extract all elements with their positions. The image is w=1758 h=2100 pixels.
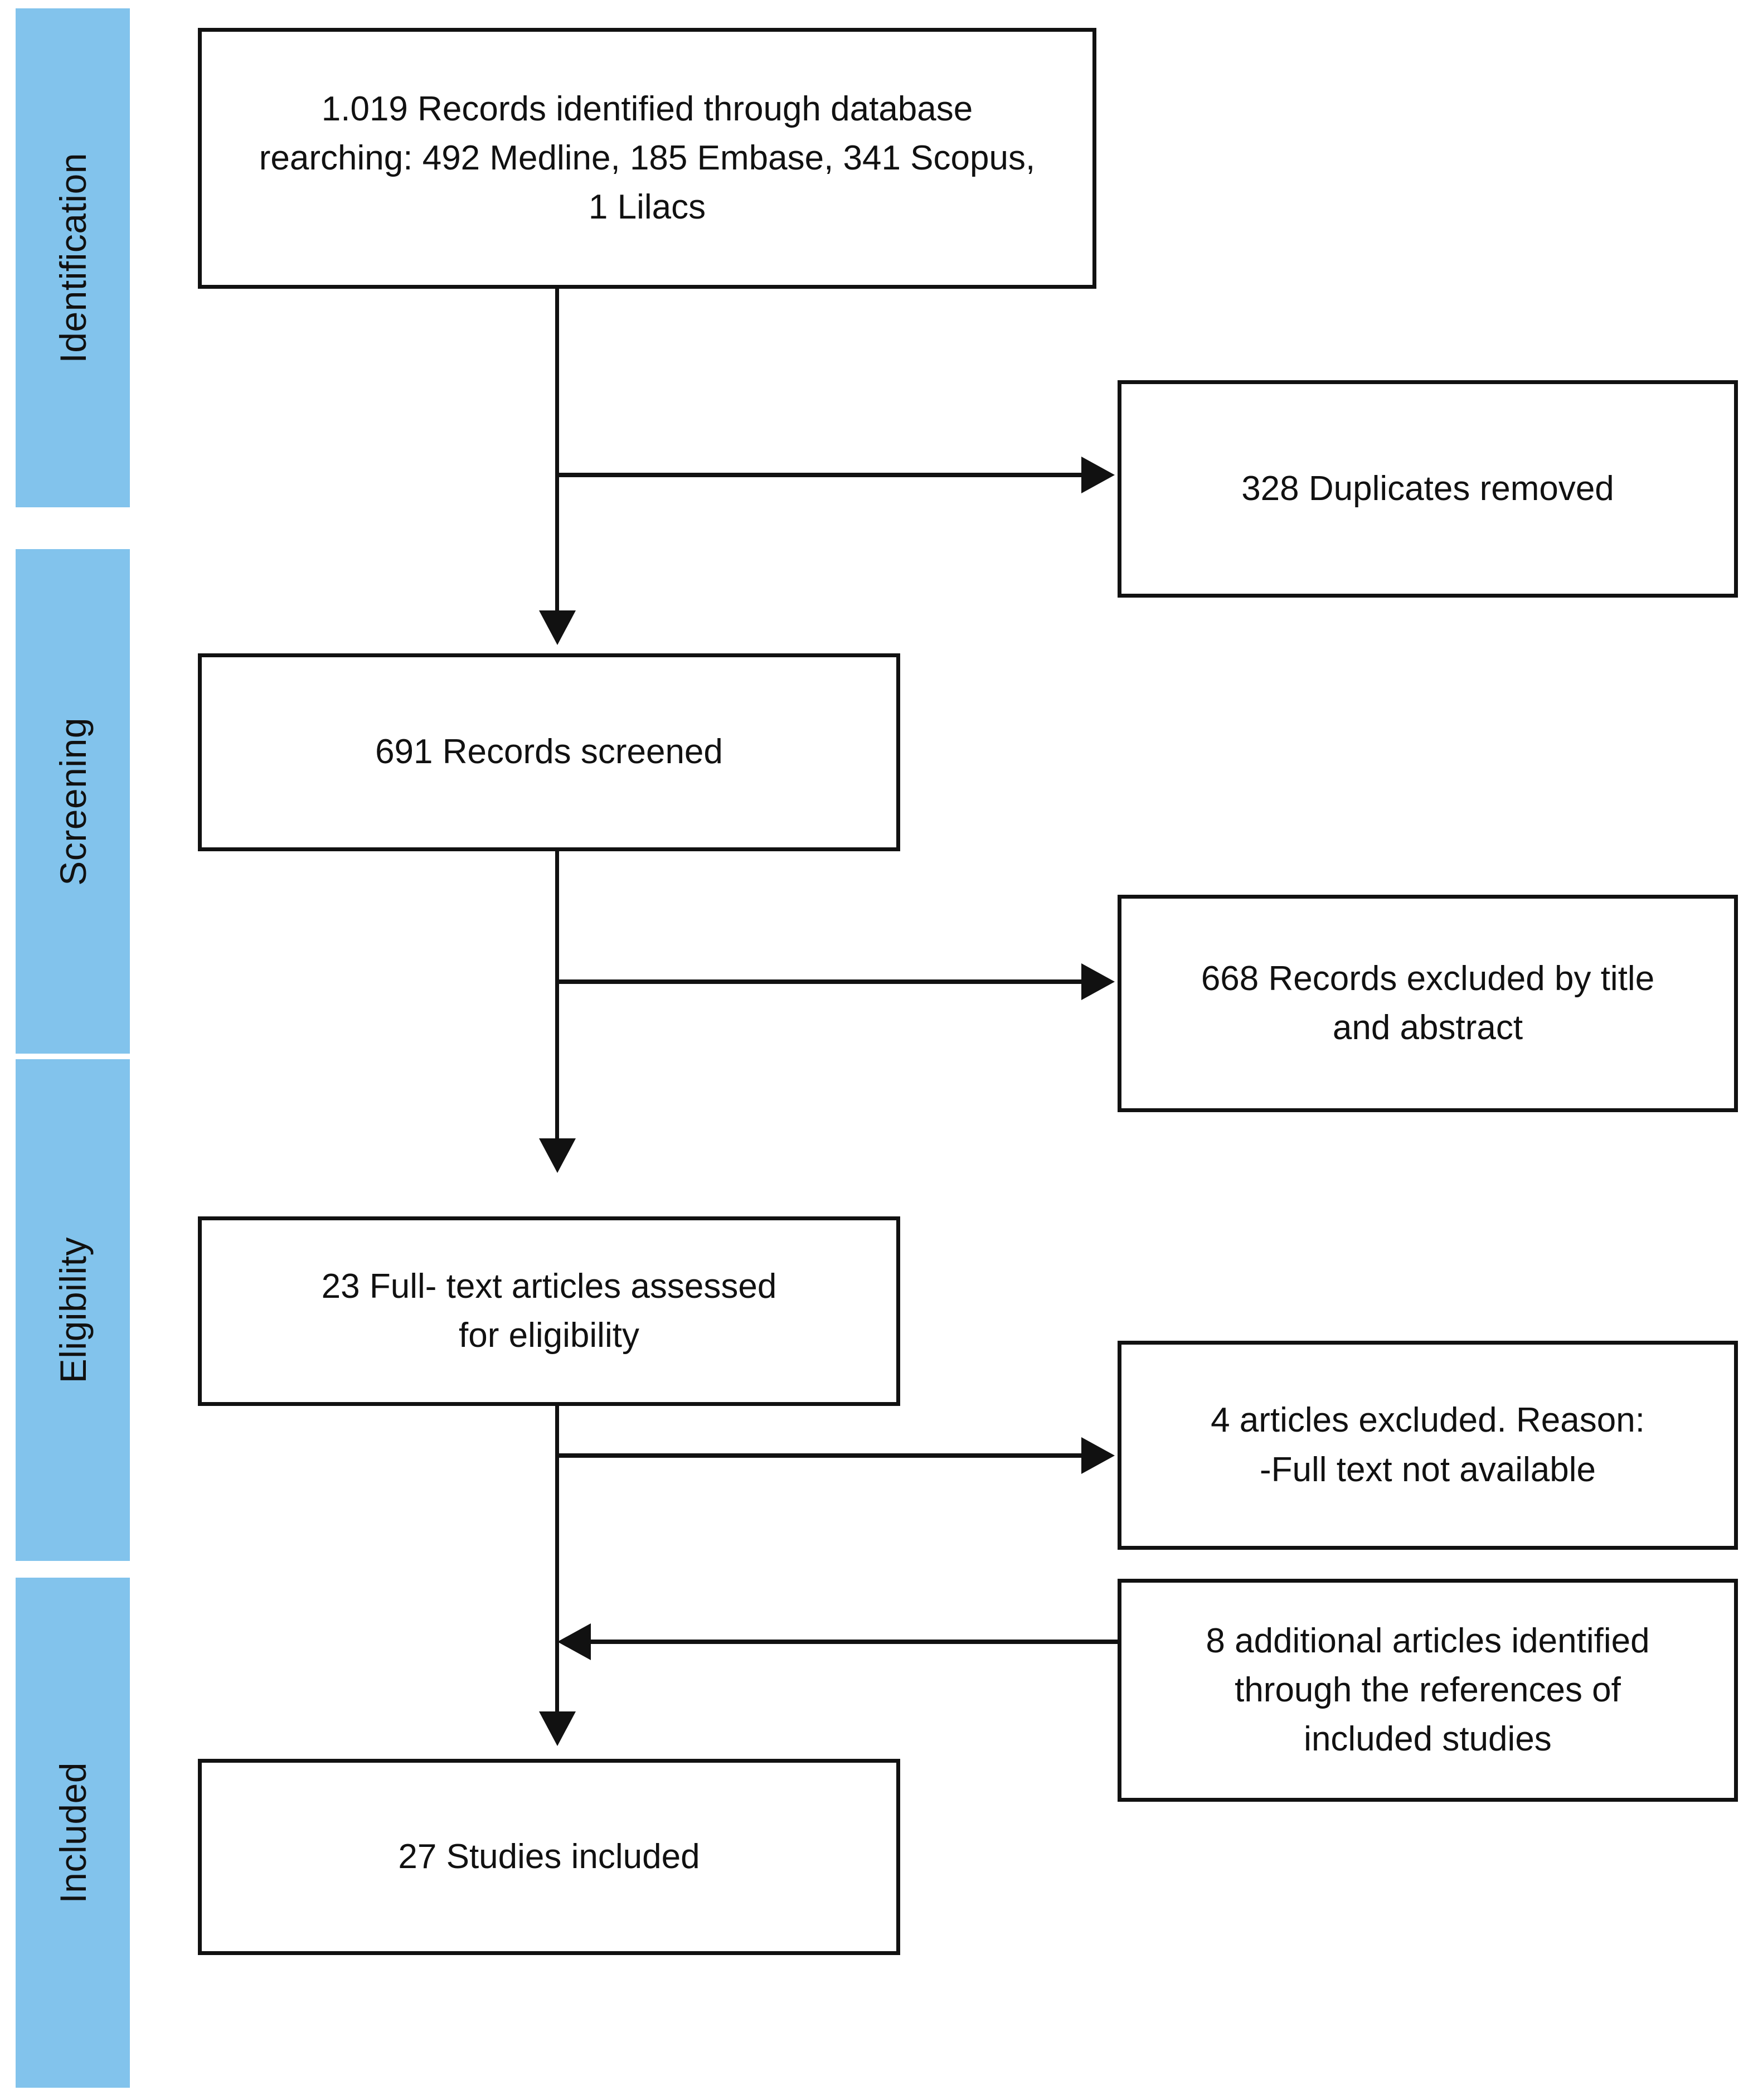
stage-band-label-identification: Identification xyxy=(52,152,94,363)
connector-identified-to-screened xyxy=(555,289,559,615)
stage-band-eligibility: Eligibility xyxy=(16,1059,130,1561)
stage-band-identification: Identification xyxy=(16,8,130,507)
connector-screened-to-excluded xyxy=(559,979,1086,984)
box-records-excluded-text: 668 Records excluded by title and abstra… xyxy=(1201,959,1655,1047)
arrowhead-identified-to-screened xyxy=(539,610,576,645)
box-fulltext-assessed-text: 23 Full- text articles assessed for elig… xyxy=(321,1267,777,1355)
arrowhead-screened-to-excluded xyxy=(1081,963,1115,1000)
box-additional-articles[interactable]: 8 additional articles identified through… xyxy=(1118,1579,1738,1802)
arrowhead-fulltext-to-excluded xyxy=(1081,1437,1115,1474)
box-records-screened-text: 691 Records screened xyxy=(375,733,723,772)
box-duplicates-removed[interactable]: 328 Duplicates removed xyxy=(1118,380,1738,598)
stage-band-label-included: Included xyxy=(52,1762,94,1904)
box-additional-articles-text: 8 additional articles identified through… xyxy=(1206,1621,1650,1759)
box-records-identified-text: 1.019 Records identified through databas… xyxy=(259,89,1036,227)
connector-fulltext-to-included xyxy=(555,1405,559,1717)
connector-screened-to-fulltext xyxy=(555,850,559,1143)
box-studies-included-text: 27 Studies included xyxy=(398,1837,700,1876)
stage-band-label-eligibility: Eligibility xyxy=(52,1236,94,1384)
stage-band-included: Included xyxy=(16,1578,130,2088)
box-articles-excluded[interactable]: 4 articles excluded. Reason: -Full text … xyxy=(1118,1341,1738,1550)
box-records-excluded[interactable]: 668 Records excluded by title and abstra… xyxy=(1118,895,1738,1112)
stage-band-label-screening: Screening xyxy=(52,717,94,886)
arrowhead-fulltext-to-included xyxy=(539,1711,576,1746)
box-records-identified[interactable]: 1.019 Records identified through databas… xyxy=(198,28,1096,289)
connector-identified-to-duplicates xyxy=(559,473,1086,477)
box-fulltext-assessed[interactable]: 23 Full- text articles assessed for elig… xyxy=(198,1216,900,1406)
connector-additional-to-trunk xyxy=(591,1640,1118,1644)
connector-fulltext-to-excluded xyxy=(559,1453,1086,1458)
stage-band-screening: Screening xyxy=(16,549,130,1054)
arrowhead-screened-to-fulltext xyxy=(539,1138,576,1173)
box-duplicates-removed-text: 328 Duplicates removed xyxy=(1241,469,1614,508)
arrowhead-additional-to-trunk xyxy=(557,1623,591,1660)
box-articles-excluded-text: 4 articles excluded. Reason: -Full text … xyxy=(1211,1401,1645,1489)
box-studies-included[interactable]: 27 Studies included xyxy=(198,1759,900,1955)
arrowhead-identified-to-duplicates xyxy=(1081,457,1115,493)
box-records-screened[interactable]: 691 Records screened xyxy=(198,653,900,851)
